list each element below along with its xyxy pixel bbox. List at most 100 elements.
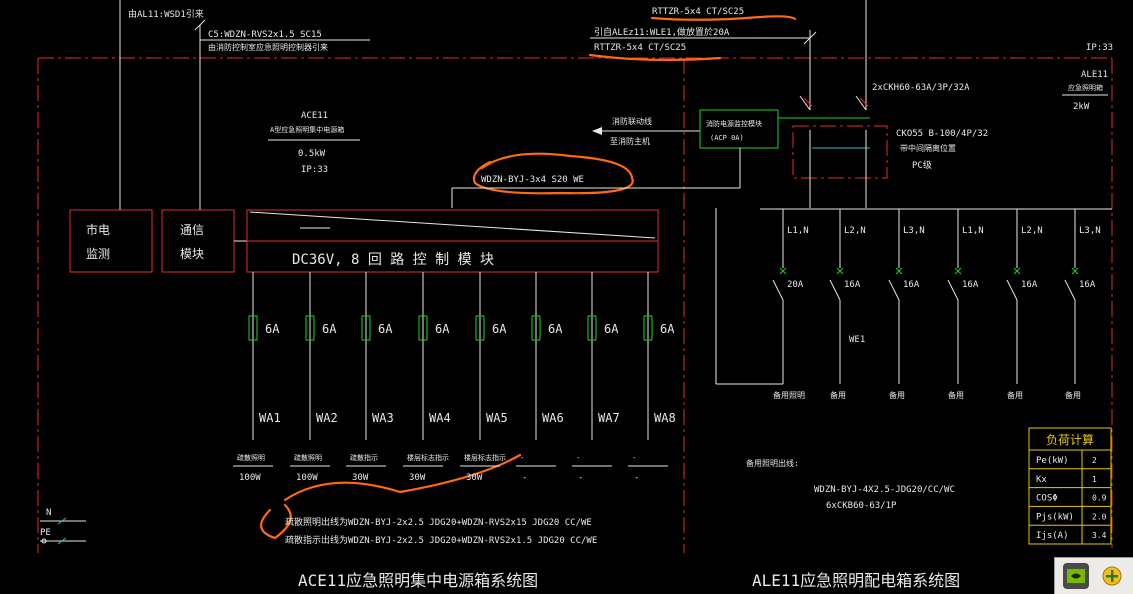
isolator-type: PC级 xyxy=(912,159,932,171)
load-label: 备用 xyxy=(948,390,964,400)
comm-label2: 模块 xyxy=(180,247,204,261)
fire-module-line2: (ACP 0A) xyxy=(710,134,744,142)
load-value: 1 xyxy=(1092,475,1097,484)
load-key: Pe(kW) xyxy=(1036,456,1069,466)
isolator-desc: 带中间隔离位置 xyxy=(900,143,956,153)
rttzr-bottom-text: RTTZR-5x4 CT/SC25 xyxy=(594,43,686,53)
load-label: 备用 xyxy=(830,390,846,400)
left-circuit: 6A WA7 - - xyxy=(572,272,620,483)
rttzr-top-text: RTTZR-5x4 CT/SC25 xyxy=(652,7,744,17)
floating-toolbar xyxy=(1054,557,1133,594)
right-circuit: L1,N 16A 备用 xyxy=(947,209,984,400)
fuse-label: 6A xyxy=(604,322,619,336)
fuse xyxy=(418,315,428,341)
load-label: 备用照明 xyxy=(773,390,805,400)
breaker-label: 16A xyxy=(962,280,979,290)
fuse xyxy=(361,315,371,341)
ace11-sub: A型应急照明集中电源箱 xyxy=(270,125,344,134)
load-label: 备用 xyxy=(1007,390,1023,400)
c5-cable-text: C5:WDZN-RVS2x1.5 SC15 xyxy=(208,30,322,40)
fuse xyxy=(475,315,485,341)
breaker-label: 16A xyxy=(903,280,920,290)
right-title: ALE11应急照明配电箱系统图 xyxy=(752,571,960,590)
left-circuits: 6AWA1疏散照明100W6AWA2疏散照明100W6AWA3疏散指示30W6A… xyxy=(233,272,676,483)
right-circuit: L2,N 16A 备用 xyxy=(1006,209,1043,400)
phase-label: L2,N xyxy=(844,226,866,236)
power-label: 100W xyxy=(296,473,318,483)
load-key: Kx xyxy=(1036,475,1047,485)
backup-label: 备用照明出线: xyxy=(746,458,799,468)
breaker-label: 20A xyxy=(787,280,804,290)
left-title: ACE11应急照明集中电源箱系统图 xyxy=(298,571,538,590)
add-circle-icon[interactable] xyxy=(1099,563,1125,589)
wire-label: WA8 xyxy=(654,411,676,425)
fuse-label: 6A xyxy=(322,322,337,336)
fuse-label: 6A xyxy=(660,322,675,336)
breaker-main-text: 2xCKH60-63A/3P/32A xyxy=(872,83,970,93)
mains-monitor-box xyxy=(69,209,153,273)
ale11-sub: 应急照明箱 xyxy=(1068,83,1103,92)
load-label: 楼层标志指示 xyxy=(407,453,449,462)
ale11-info: ALE11 应急照明箱 2kW xyxy=(1062,70,1108,112)
power-label: 30W xyxy=(352,473,369,483)
fire-module-line1: 消防电源监控模块 xyxy=(706,119,762,128)
right-cable-text: WDZN-BYJ-4X2.5-JDG20/CC/WC xyxy=(814,485,955,495)
wire-label: WA7 xyxy=(598,411,620,425)
fuse-label: 6A xyxy=(378,322,393,336)
fuse-label: 6A xyxy=(265,322,280,336)
nvidia-icon[interactable] xyxy=(1063,563,1089,589)
left-circuit: 6A WA4 楼层标志指示 30W xyxy=(403,272,451,483)
breaker-label: 16A xyxy=(844,280,861,290)
power-label: 30W xyxy=(409,473,426,483)
mains-monitor-label1: 市电 xyxy=(86,222,110,237)
ale11-name: ALE11 xyxy=(1081,70,1108,80)
load-key: Pjs(kW) xyxy=(1036,512,1074,522)
load-label: 疏散照明 xyxy=(237,453,265,462)
load-label: - xyxy=(632,454,636,462)
phase-label: L1,N xyxy=(787,226,809,236)
ale-lead-text: 引自ALEz11:WLE1,做放置於20A xyxy=(594,26,730,38)
phase-label: L1,N xyxy=(962,226,984,236)
control-module-label: DC36V, 8 回 路 控 制 模 块 xyxy=(292,252,494,268)
al11-source-text: 由AL11:WSD1引来 xyxy=(128,8,204,20)
power-label: - xyxy=(522,473,527,483)
wire-label: WA3 xyxy=(372,411,394,425)
fuse xyxy=(643,315,653,341)
breaker-label: 16A xyxy=(1079,280,1096,290)
load-label: - xyxy=(576,454,580,462)
load-value: 0.9 xyxy=(1092,494,1107,503)
load-value: 3.4 xyxy=(1092,531,1107,540)
wire-label: WA5 xyxy=(486,411,508,425)
ground-terminals: N PE xyxy=(40,508,86,545)
fuse-label: 6A xyxy=(435,322,450,336)
ace11-info: ACE11 A型应急照明集中电源箱 0.5kW IP:33 xyxy=(268,111,360,175)
right-circuits: L1,N20AWE1备用照明L2,N16A备用L3,N16A备用L1,N16A备… xyxy=(772,209,1101,400)
right-circuit: L1,N 20A WE1 备用照明 xyxy=(772,209,865,400)
power-label: 30W xyxy=(466,473,483,483)
phase-label: L2,N xyxy=(1021,226,1043,236)
power-label: - xyxy=(578,473,583,483)
wire-label: WA6 xyxy=(542,411,564,425)
fuse xyxy=(531,315,541,341)
wire-label: WE1 xyxy=(849,335,865,345)
breaker-label: 16A xyxy=(1021,280,1038,290)
fuse xyxy=(248,315,258,341)
wire-label: WA2 xyxy=(316,411,338,425)
phase-label: L3,N xyxy=(903,226,925,236)
fuse-label: 6A xyxy=(492,322,507,336)
load-label: - xyxy=(520,454,524,462)
main-cable-text: WDZN-BYJ-3x4 S20 WE xyxy=(481,175,584,185)
ace11-ip: IP:33 xyxy=(301,165,328,175)
orange-annotations xyxy=(260,15,797,540)
wire-label: WA4 xyxy=(429,411,451,425)
main-breaker: 2xCKH60-63A/3P/32A CKO55 B-100/4P/32 带中间… xyxy=(792,83,988,208)
load-value: 2.0 xyxy=(1092,512,1107,521)
left-modules: 市电 监测 通信 模块 DC36V, 8 回 路 控 制 模 块 xyxy=(69,209,659,273)
left-note-1: 疏散照明出线为WDZN-BYJ-2x2.5 JDG20+WDZN-RVS2x15… xyxy=(285,516,592,528)
ip33-right-text: IP:33 xyxy=(1086,43,1113,53)
